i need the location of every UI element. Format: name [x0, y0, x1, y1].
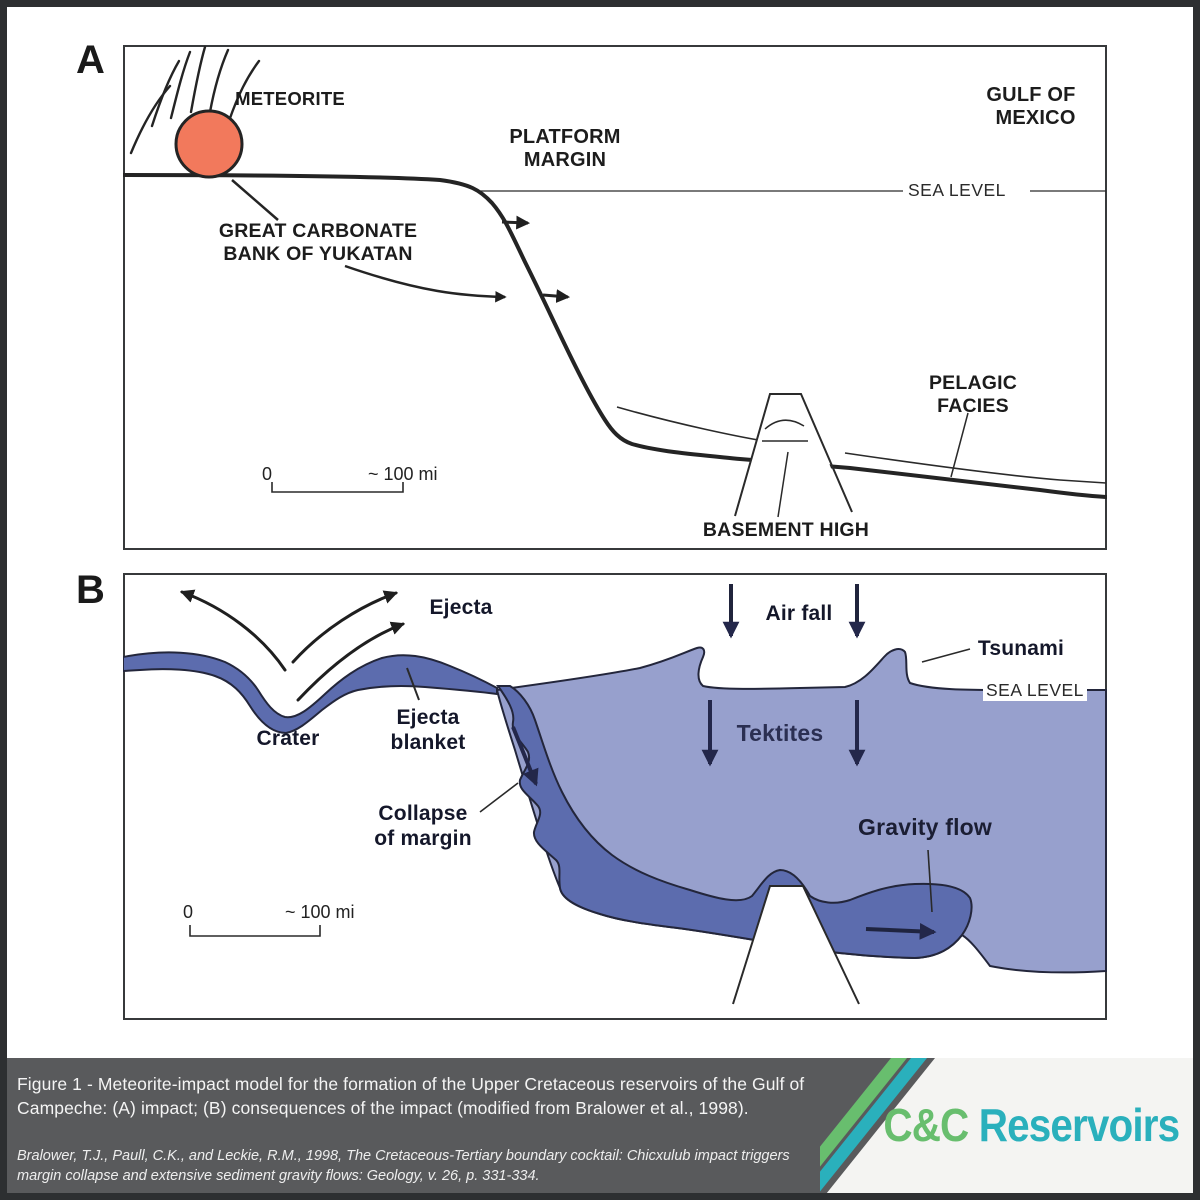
basement-high-a-drape-arc — [764, 419, 805, 430]
panel-a-diagram — [123, 45, 1107, 520]
platform-margin-label: PLATFORM MARGIN — [509, 126, 621, 171]
ejecta-blanket-leader — [406, 667, 420, 701]
sea-level-label-a: SEA LEVEL — [908, 180, 1006, 200]
basement-high-a-outline — [734, 393, 853, 517]
panel-a-box — [123, 45, 1107, 550]
meteorite-icon — [174, 109, 244, 179]
basement-high-b-fill — [733, 886, 859, 1004]
gulf-of-mexico-label: GULF OF MEXICO — [986, 84, 1076, 129]
brand-logo: C&C Reservoirs — [820, 1058, 1193, 1193]
tsunami-leader — [921, 648, 971, 663]
pelagic-line-right — [844, 452, 1107, 484]
ejecta-blanket-band — [123, 651, 498, 735]
ejecta-arrows — [180, 589, 405, 702]
pelagic-facies-label: PELAGIC FACIES — [928, 372, 1018, 417]
basement-high-leader — [777, 451, 789, 518]
ejecta-label: Ejecta — [429, 596, 493, 619]
pelagic-leader — [950, 412, 969, 478]
tektites-arrows — [701, 700, 866, 767]
pelagic-line-left — [616, 406, 765, 442]
basement-high-a-fill — [735, 394, 852, 520]
ejecta-blanket-label: Ejecta blanket — [390, 706, 466, 754]
meteorite-trails — [129, 45, 261, 155]
tektites-label: Tektites — [736, 720, 824, 746]
collapse-of-margin-label: Collapse of margin — [374, 802, 472, 850]
scale-a-distance: ~ 100 mi — [368, 464, 438, 484]
collapse-deposit — [496, 685, 973, 960]
figure-reference: Bralower, T.J., Paull, C.K., and Leckie,… — [17, 1148, 790, 1184]
basement-high-b-outline — [732, 885, 860, 1005]
crater-label: Crater — [256, 727, 320, 750]
air-fall-label: Air fall — [765, 602, 833, 625]
basement-high-label: BASEMENT HIGH — [702, 519, 870, 541]
bank-leader-line — [231, 179, 279, 221]
panel-b-diagram — [123, 584, 1107, 1005]
collapse-arrow — [511, 726, 539, 787]
scale-bar-a — [271, 482, 404, 493]
air-fall-arrows — [722, 584, 866, 639]
gravity-flow-label: Gravity flow — [857, 814, 993, 840]
bank-arrow-leader — [344, 264, 507, 303]
slope-arrow-lower — [542, 289, 571, 303]
gravity-flow-arrow — [865, 922, 937, 940]
carbonate-bank-label: GREAT CARBONATE BANK OF YUKATAN — [218, 220, 418, 265]
gravity-flow-leader — [927, 849, 933, 913]
logo-candc-text: C&C — [883, 1099, 969, 1151]
panel-a-label: A — [76, 38, 105, 82]
meteorite-label: METEORITE — [235, 88, 345, 109]
scale-a-zero: 0 — [262, 464, 273, 484]
platform-surface-line — [123, 173, 1107, 499]
footer-caption-band: Figure 1 - Meteorite-impact model for th… — [7, 1058, 1193, 1193]
logo-reservoirs-text: Reservoirs — [968, 1099, 1179, 1151]
slope-arrow-upper — [501, 215, 531, 230]
figure-caption: Figure 1 - Meteorite-impact model for th… — [17, 1074, 805, 1118]
scale-b-distance: ~ 100 mi — [285, 902, 355, 922]
scale-bar-b — [189, 925, 321, 937]
panel-b-label: B — [76, 568, 105, 612]
tsunami-label: Tsunami — [977, 637, 1065, 660]
sea-level-label-b: SEA LEVEL — [983, 680, 1087, 701]
logo-wordmark: C&C Reservoirs — [883, 1098, 1180, 1152]
scale-b-zero: 0 — [183, 902, 194, 922]
collapse-leader — [479, 782, 519, 813]
